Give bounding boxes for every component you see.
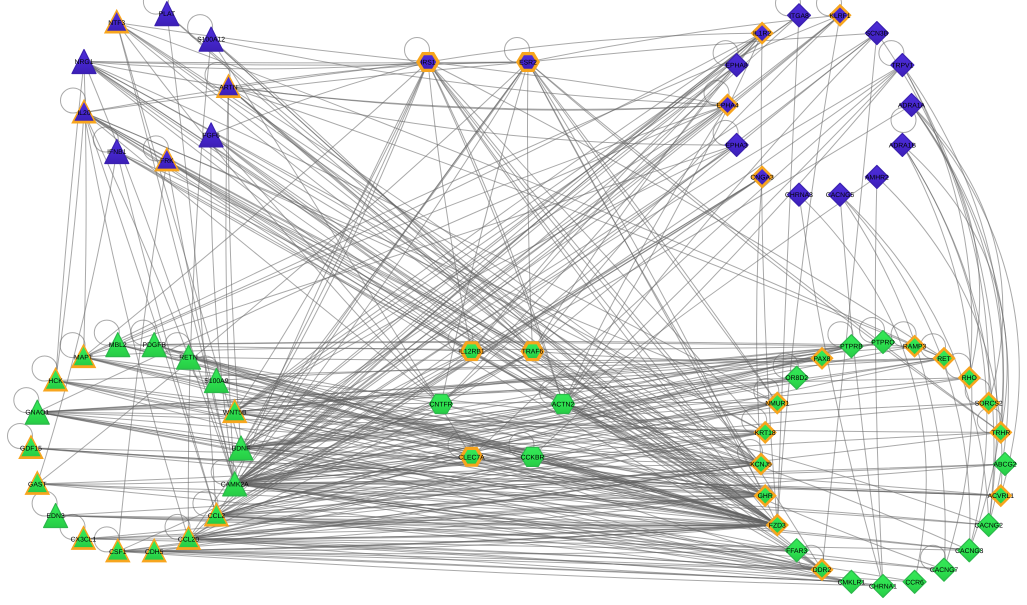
svg-text:NRG1: NRG1 [75, 59, 94, 66]
svg-text:EDN3: EDN3 [47, 513, 65, 520]
svg-text:IL20: IL20 [77, 110, 90, 117]
svg-text:WNT5B: WNT5B [223, 410, 247, 417]
svg-text:RETN: RETN [179, 355, 198, 362]
svg-text:TRHR: TRHR [991, 430, 1010, 437]
svg-text:HCK: HCK [48, 378, 63, 385]
svg-text:BDNF: BDNF [232, 446, 251, 453]
svg-text:CACNG2: CACNG2 [975, 523, 1004, 530]
svg-text:NMUR1: NMUR1 [765, 401, 789, 408]
svg-text:FFAR3: FFAR3 [786, 548, 807, 555]
svg-text:CCL2: CCL2 [208, 513, 226, 520]
svg-text:PAX8: PAX8 [814, 356, 831, 363]
svg-text:GDF15: GDF15 [20, 446, 42, 453]
svg-text:CX3CL1: CX3CL1 [71, 536, 97, 543]
svg-text:FGF6: FGF6 [202, 132, 220, 139]
svg-text:SCN3B: SCN3B [866, 31, 889, 38]
svg-text:MBL2: MBL2 [109, 342, 127, 349]
svg-text:IRS1: IRS1 [420, 60, 435, 67]
svg-text:KRT18: KRT18 [755, 430, 776, 437]
svg-text:CLEC7A: CLEC7A [458, 454, 485, 461]
svg-text:TRAF6: TRAF6 [522, 349, 544, 356]
svg-text:GHR: GHR [758, 493, 773, 500]
svg-text:NTF3: NTF3 [108, 20, 125, 27]
svg-text:ADRA1B: ADRA1B [889, 142, 917, 149]
svg-text:CNGA3: CNGA3 [750, 174, 774, 181]
svg-text:ITGA8: ITGA8 [789, 13, 809, 20]
svg-text:FRK: FRK [160, 158, 174, 165]
svg-text:KLRF1: KLRF1 [829, 13, 850, 20]
svg-text:CMKLR1: CMKLR1 [838, 579, 866, 586]
svg-text:EPHA8: EPHA8 [725, 63, 748, 70]
svg-text:AMHR2: AMHR2 [865, 174, 889, 181]
svg-text:CACNG5: CACNG5 [826, 192, 855, 199]
svg-text:PDGFB: PDGFB [142, 342, 166, 349]
svg-text:CAMK2A: CAMK2A [221, 481, 249, 488]
svg-text:FZD3: FZD3 [769, 523, 786, 530]
svg-text:CNTFR: CNTFR [429, 402, 452, 409]
svg-text:EPHA3: EPHA3 [725, 142, 748, 149]
svg-text:EPHA4: EPHA4 [716, 103, 739, 110]
svg-text:IL1R2: IL1R2 [753, 31, 771, 38]
svg-text:CCL20: CCL20 [178, 536, 199, 543]
svg-text:TRPV1: TRPV1 [891, 63, 913, 70]
svg-text:IFNB1: IFNB1 [107, 149, 126, 156]
svg-text:ACVRL1: ACVRL1 [988, 493, 1015, 500]
svg-text:ACTN2: ACTN2 [552, 402, 575, 409]
svg-text:CSF1: CSF1 [109, 549, 127, 556]
svg-text:GNAO1: GNAO1 [25, 410, 49, 417]
svg-text:S100A9: S100A9 [204, 378, 228, 385]
svg-text:CDH5: CDH5 [145, 549, 164, 556]
svg-text:SORCS2: SORCS2 [975, 401, 1003, 408]
svg-text:DDR2: DDR2 [813, 567, 832, 574]
svg-text:GAST: GAST [28, 481, 47, 488]
svg-text:PTPRB: PTPRB [840, 344, 863, 351]
svg-text:ARTN: ARTN [219, 85, 237, 92]
svg-text:RAMP3: RAMP3 [903, 344, 927, 351]
svg-text:ABCG2: ABCG2 [993, 462, 1016, 469]
svg-text:CACNG3: CACNG3 [955, 548, 984, 555]
svg-text:IL12RB1: IL12RB1 [458, 349, 485, 356]
svg-text:KCNJ5: KCNJ5 [750, 462, 772, 469]
svg-text:ADRA1A: ADRA1A [898, 103, 926, 110]
svg-text:CCKBR: CCKBR [521, 454, 545, 461]
svg-text:MAPT: MAPT [74, 355, 93, 362]
svg-text:CHRNA3: CHRNA3 [785, 192, 813, 199]
svg-text:OR8D2: OR8D2 [785, 375, 808, 382]
svg-text:CACNG7: CACNG7 [930, 567, 959, 574]
svg-text:CHRNA1: CHRNA1 [869, 584, 897, 591]
svg-text:RET: RET [937, 356, 951, 363]
svg-text:CCR6: CCR6 [905, 579, 924, 586]
svg-text:PTPRO: PTPRO [871, 340, 894, 347]
svg-text:PLAT: PLAT [159, 11, 176, 18]
svg-text:RHO: RHO [962, 375, 977, 382]
svg-text:ESR2: ESR2 [519, 60, 537, 67]
svg-text:S100A12: S100A12 [197, 37, 225, 44]
